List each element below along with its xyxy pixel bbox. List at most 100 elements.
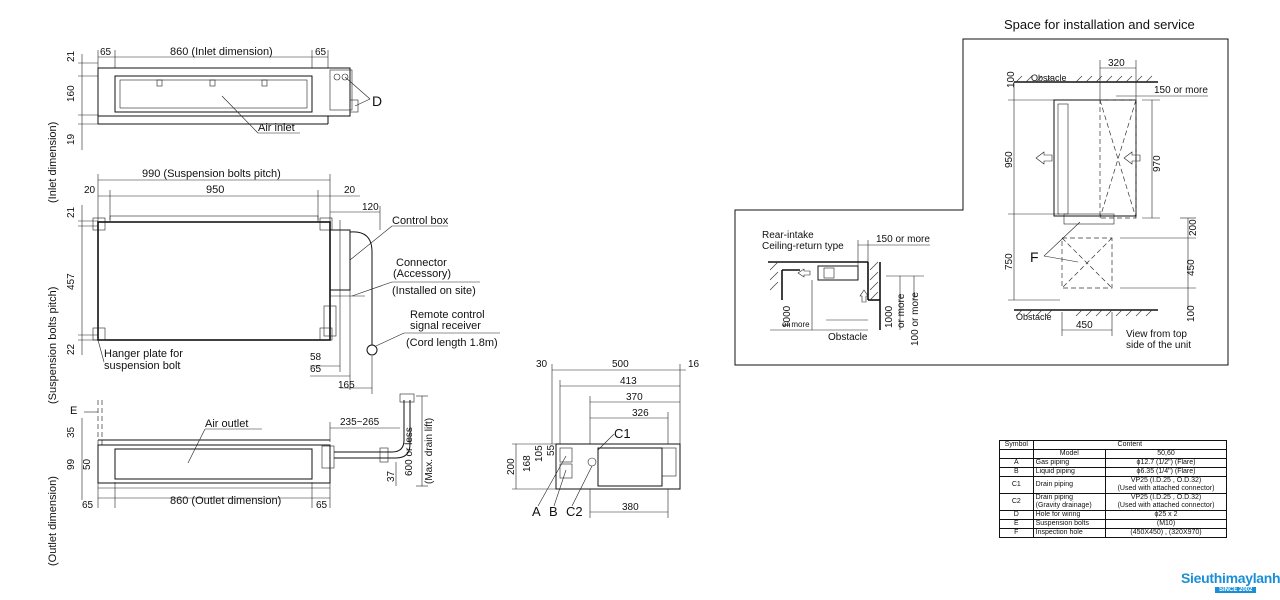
dim-37: 37 bbox=[386, 470, 397, 482]
dim-320: 320 bbox=[1108, 58, 1125, 69]
dim-990-pitch: 990 (Suspension bolts pitch) bbox=[142, 168, 281, 180]
label-cord-length: (Cord length 1.8m) bbox=[406, 337, 498, 349]
label-accessory: (Accessory) bbox=[393, 268, 451, 280]
dim-16: 16 bbox=[688, 359, 700, 370]
label-1000-or-more-right: or more bbox=[896, 293, 907, 328]
dim-450-vertical: 450 bbox=[1186, 259, 1197, 276]
dim-950-space: 950 bbox=[1004, 151, 1015, 168]
dim-1000-left: 1000 bbox=[782, 305, 793, 328]
label-control-box: Control box bbox=[392, 215, 449, 227]
dim-500: 500 bbox=[612, 359, 629, 370]
label-D: D bbox=[372, 93, 382, 109]
service-space: Space for installation and service Obsta… bbox=[734, 17, 1229, 366]
label-suspension-bolt: suspension bolt bbox=[104, 360, 180, 372]
label-view-from-top: View from top bbox=[1126, 329, 1187, 340]
label-E: E bbox=[70, 405, 77, 417]
table-row: C1 Drain piping VP25 (I.D.25 , O.D.32)(U… bbox=[999, 476, 1227, 494]
dim-457: 457 bbox=[66, 273, 77, 290]
label-side-of-unit: side of the unit bbox=[1126, 340, 1191, 351]
dim-860-inlet: 860 (Inlet dimension) bbox=[170, 46, 273, 58]
outlet-dimension-vertical: (Outlet dimension) bbox=[47, 476, 59, 566]
max-drain-lift: (Max. drain lift) bbox=[424, 418, 435, 484]
dim-168: 168 bbox=[522, 455, 533, 472]
dim-150-or-more-inset: 150 or more bbox=[876, 234, 930, 245]
side-view: 30 500 16 413 370 326 200 168 105 55 C1 … bbox=[506, 359, 700, 519]
symbol-table: Symbol Content Model 50,60 A Gas piping … bbox=[999, 440, 1228, 538]
dim-235-265: 235~265 bbox=[340, 417, 380, 428]
table-row: B Liquid piping ϕ6.35 (1/4") (Flare) bbox=[999, 467, 1227, 477]
middle-view: 990 (Suspension bolts pitch) 20 950 20 1… bbox=[47, 168, 500, 404]
label-connector: Connector bbox=[396, 257, 447, 269]
dim-860-outlet: 860 (Outlet dimension) bbox=[170, 495, 281, 507]
dim-55: 55 bbox=[546, 444, 557, 456]
bottom-view: E 35 99 50 (Outlet dimension) Air outlet… bbox=[47, 393, 435, 566]
dim-21-top: 21 bbox=[66, 50, 77, 62]
inlet-dimension-vertical: (Inlet dimension) bbox=[47, 122, 59, 203]
table-row: E Suspension bolts (M10) bbox=[999, 519, 1227, 529]
pitch-vertical: (Suspension bolts pitch) bbox=[47, 287, 59, 404]
dim-970: 970 bbox=[1152, 155, 1163, 172]
dim-65-top-left: 65 bbox=[100, 47, 112, 58]
brand-logo: Sieuthimaylanh SINCE 2002 bbox=[1181, 570, 1280, 596]
dim-99: 99 bbox=[66, 458, 77, 470]
dim-600-or-less: 600 or less bbox=[404, 427, 415, 476]
dim-105: 105 bbox=[534, 445, 545, 462]
table-header-symbol: Symbol bbox=[999, 440, 1034, 450]
label-B: B bbox=[549, 504, 558, 519]
label-F: F bbox=[1030, 249, 1039, 265]
top-view: 21 160 19 (Inlet dimension) 65 860 (Inle… bbox=[47, 46, 382, 203]
dim-150-or-more: 150 or more bbox=[1154, 85, 1208, 96]
dim-50: 50 bbox=[82, 458, 93, 470]
label-signal-receiver: signal receiver bbox=[410, 320, 481, 332]
label-air-inlet: Air inlet bbox=[258, 122, 295, 134]
dim-120: 120 bbox=[362, 202, 379, 213]
service-space-title: Space for installation and service bbox=[1004, 17, 1195, 32]
dim-200-side: 200 bbox=[506, 458, 517, 475]
table-row: A Gas piping ϕ12.7 (1/2") (Flare) bbox=[999, 458, 1227, 468]
label-remote-control: Remote control bbox=[410, 309, 485, 321]
dim-20-right: 20 bbox=[344, 185, 356, 196]
dim-750: 750 bbox=[1004, 253, 1015, 270]
dim-21-mid: 21 bbox=[66, 206, 77, 218]
label-obstacle-top: Obstacle bbox=[1031, 73, 1067, 83]
dim-1000-right: 1000 bbox=[884, 305, 895, 328]
dim-200-space: 200 bbox=[1188, 219, 1199, 236]
dim-65: 65 bbox=[310, 364, 322, 375]
label-obstacle-inset: Obstacle bbox=[828, 332, 868, 343]
label-1000-or-more-left: or more bbox=[782, 320, 810, 329]
dim-380: 380 bbox=[622, 502, 639, 513]
dim-165: 165 bbox=[338, 380, 355, 391]
dim-100-top: 100 bbox=[1006, 71, 1017, 88]
label-ceiling-return: Ceiling-return type bbox=[762, 241, 844, 252]
dim-950: 950 bbox=[206, 184, 224, 196]
label-hanger-plate: Hanger plate for bbox=[104, 348, 183, 360]
dim-100-or-more: 100 or more bbox=[910, 292, 921, 346]
dim-65-bottom-left: 65 bbox=[82, 500, 94, 511]
dim-326: 326 bbox=[632, 408, 649, 419]
table-row: D Hole for wiring ϕ25 x 2 bbox=[999, 510, 1227, 520]
table-row: C2 Drain piping(Gravity drainage) VP25 (… bbox=[999, 493, 1227, 511]
dim-20-left: 20 bbox=[84, 185, 96, 196]
dim-450-horizontal: 450 bbox=[1076, 320, 1093, 331]
label-installed-on-site: (Installed on site) bbox=[392, 285, 476, 297]
label-C1: C1 bbox=[614, 426, 631, 441]
dim-65-top-right: 65 bbox=[315, 47, 327, 58]
dim-100-bottom: 100 bbox=[1186, 305, 1197, 322]
dim-30: 30 bbox=[536, 359, 548, 370]
label-obstacle-bottom: Obstacle bbox=[1016, 312, 1052, 322]
dim-413: 413 bbox=[620, 376, 637, 387]
table-model-label: Model bbox=[1032, 449, 1107, 459]
dim-58: 58 bbox=[310, 352, 322, 363]
label-C2: C2 bbox=[566, 504, 583, 519]
dim-19: 19 bbox=[66, 133, 77, 145]
dim-22: 22 bbox=[66, 343, 77, 355]
logo-brand: Sieuthimaylanh bbox=[1181, 570, 1280, 586]
logo-since: SINCE 2002 bbox=[1215, 587, 1257, 593]
table-header-content: Content bbox=[1032, 440, 1228, 450]
label-air-outlet: Air outlet bbox=[205, 418, 248, 430]
table-model-value: 50,60 bbox=[1105, 449, 1227, 459]
label-A: A bbox=[532, 504, 541, 519]
label-rear-intake: Rear-intake bbox=[762, 230, 814, 241]
dim-65-bottom-right: 65 bbox=[316, 500, 328, 511]
